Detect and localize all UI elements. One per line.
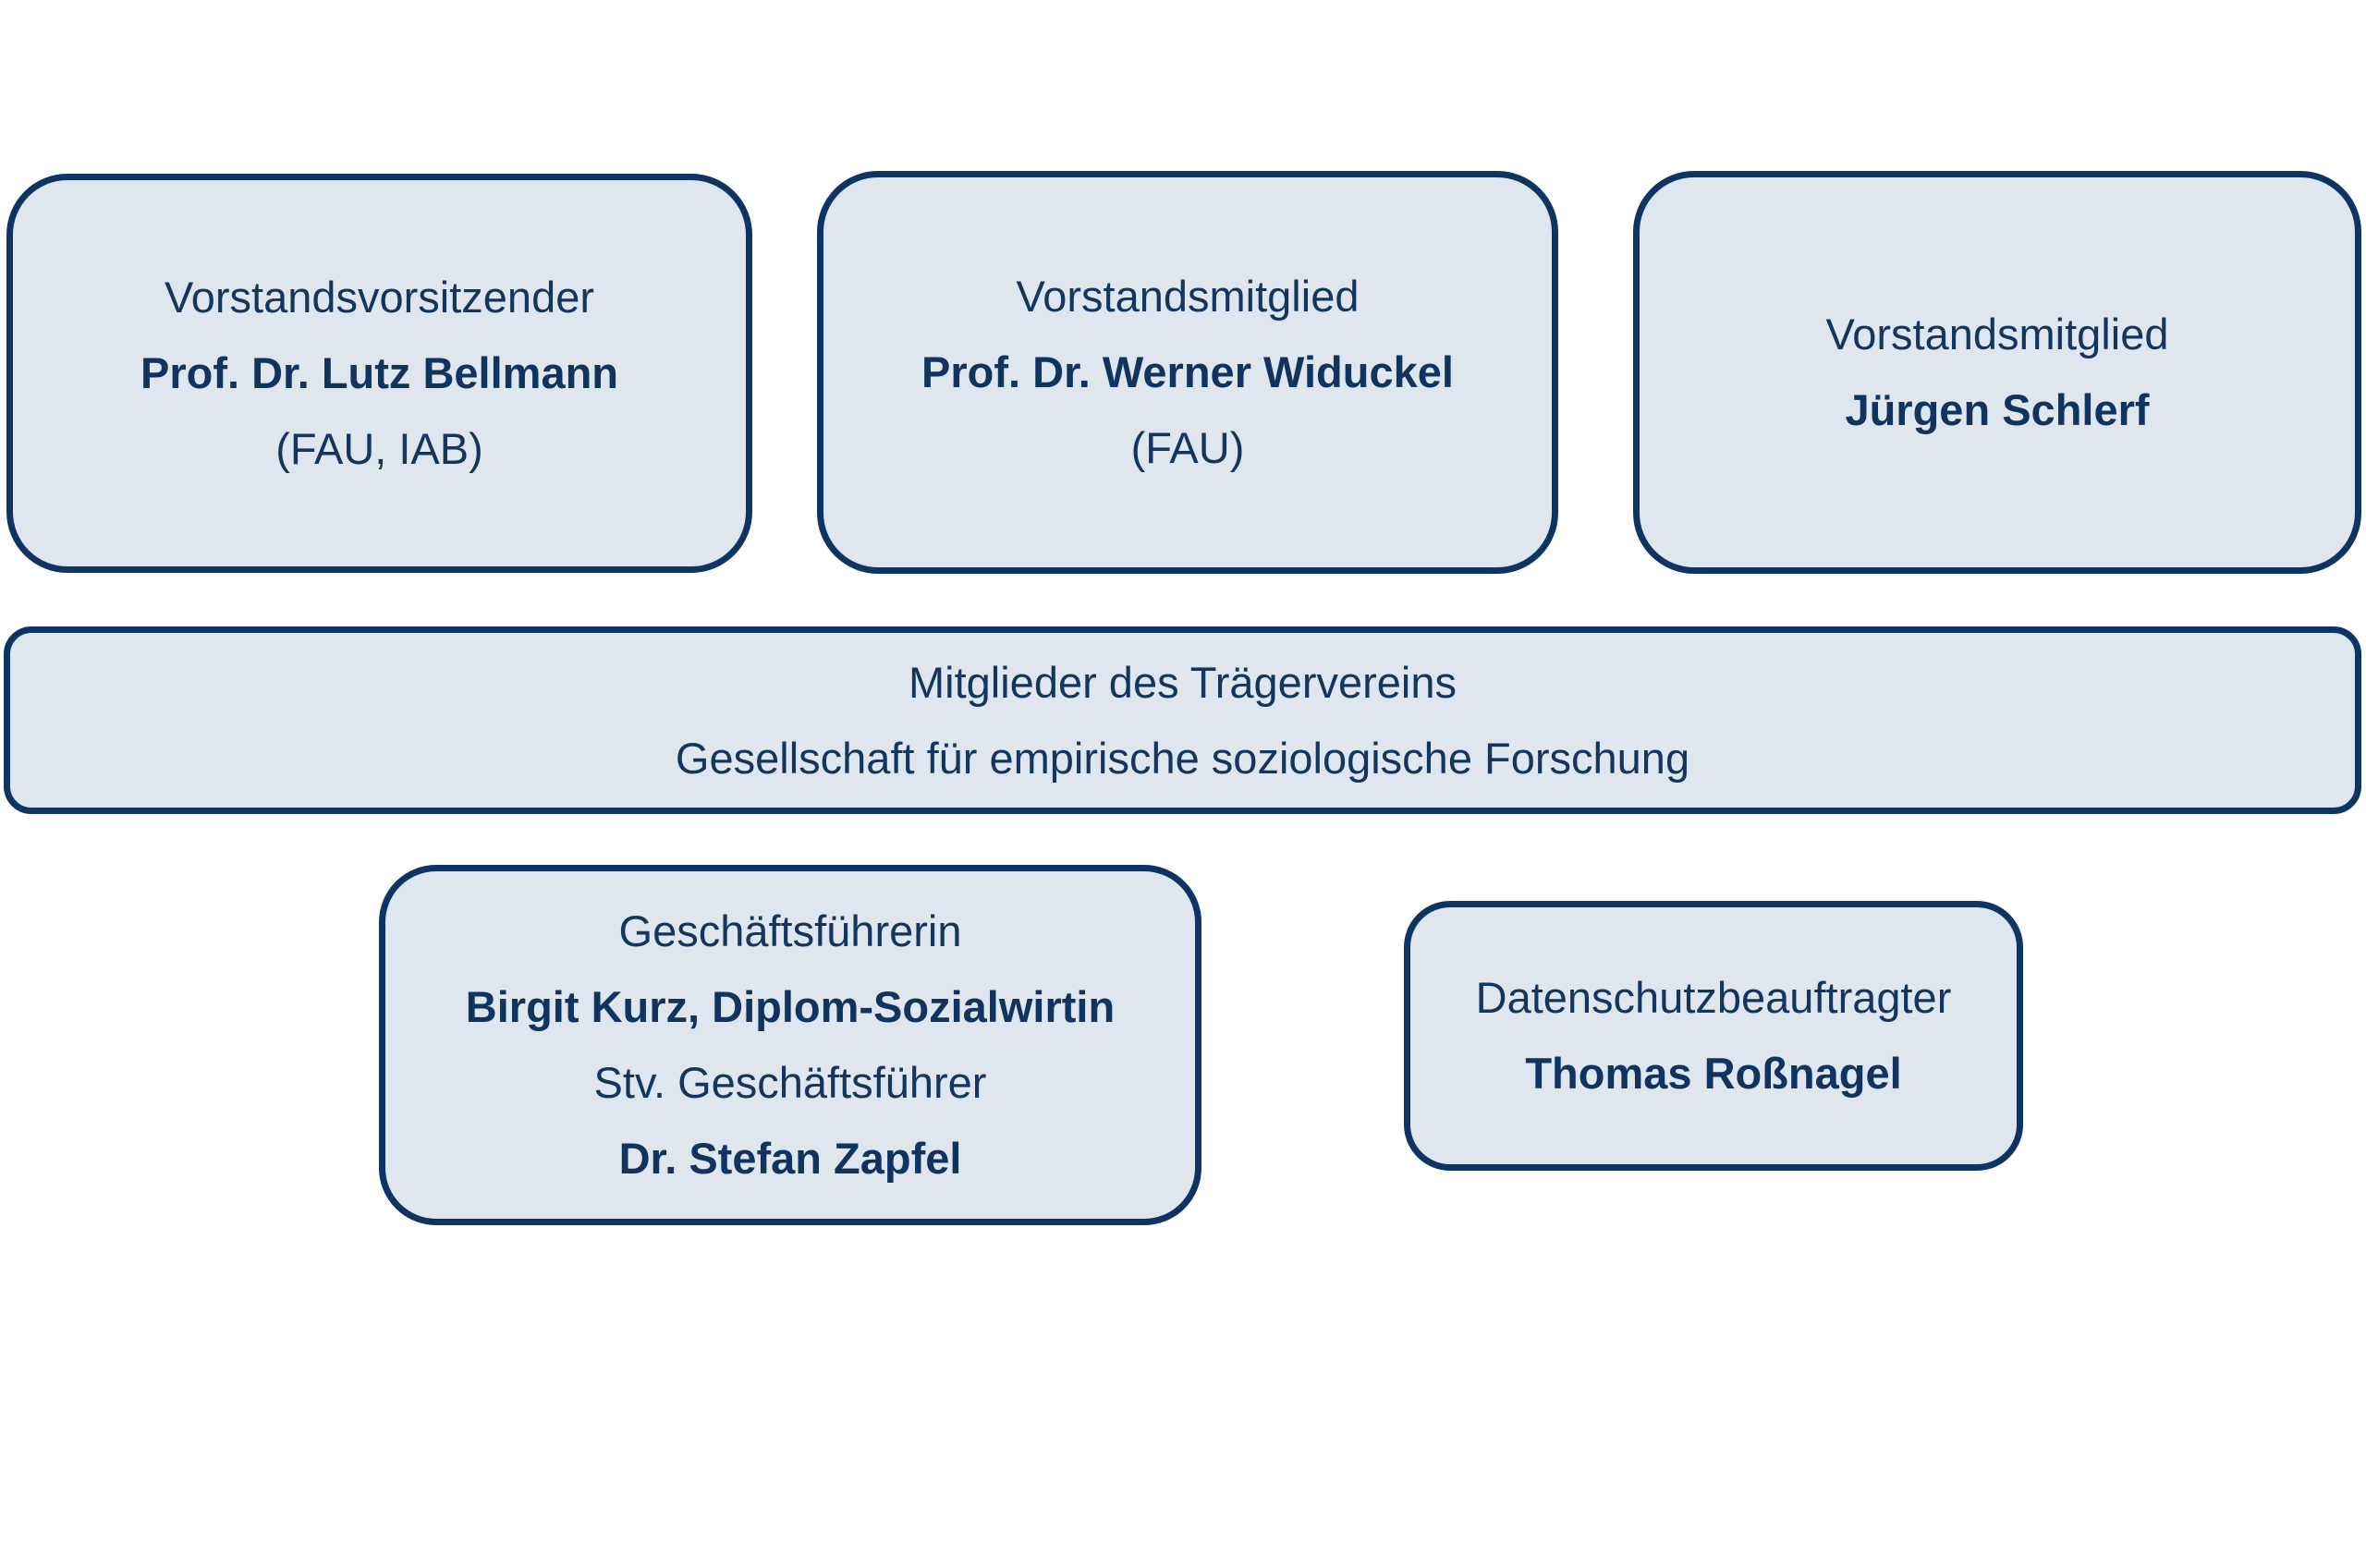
management-role: Geschäftsführerin [618, 906, 962, 955]
privacy-role: Datenschutzbeauftragter [1475, 973, 1952, 1022]
management-deputy-name: Dr. Stefan Zapfel [618, 1134, 962, 1183]
association-members-box: Mitglieder des Trägervereins Gesellschaf… [4, 626, 2361, 814]
management-box: Geschäftsführerin Birgit Kurz, Diplom-So… [379, 865, 1201, 1225]
association-line-1: Mitglieder des Trägervereins [909, 657, 1457, 707]
management-name: Birgit Kurz, Diplom-Sozialwirtin [465, 982, 1116, 1031]
management-deputy-role: Stv. Geschäftsführer [593, 1058, 987, 1107]
board-chair-name: Prof. Dr. Lutz Bellmann [140, 348, 619, 397]
data-protection-officer-box: Datenschutzbeauftragter Thomas Roßnagel [1404, 901, 2023, 1171]
board-member2-name: Jürgen Schlerf [1845, 385, 2150, 434]
board-chair-affiliation: (FAU, IAB) [275, 424, 483, 473]
privacy-name: Thomas Roßnagel [1525, 1049, 1902, 1098]
board-member1-name: Prof. Dr. Werner Widuckel [921, 347, 1454, 396]
board-member2-role: Vorstandsmitglied [1825, 310, 2169, 359]
association-line-2: Gesellschaft für empirische soziologisch… [675, 733, 1690, 783]
board-member-schlerf-box: Vorstandsmitglied Jürgen Schlerf [1633, 171, 2361, 574]
board-chair-box: Vorstandsvorsitzender Prof. Dr. Lutz Bel… [6, 174, 752, 573]
board-member1-affiliation: (FAU) [1130, 423, 1245, 472]
board-member-widuckel-box: Vorstandsmitglied Prof. Dr. Werner Widuc… [817, 171, 1558, 574]
board-chair-role: Vorstandsvorsitzender [164, 273, 595, 322]
board-member1-role: Vorstandsmitglied [1016, 272, 1360, 321]
